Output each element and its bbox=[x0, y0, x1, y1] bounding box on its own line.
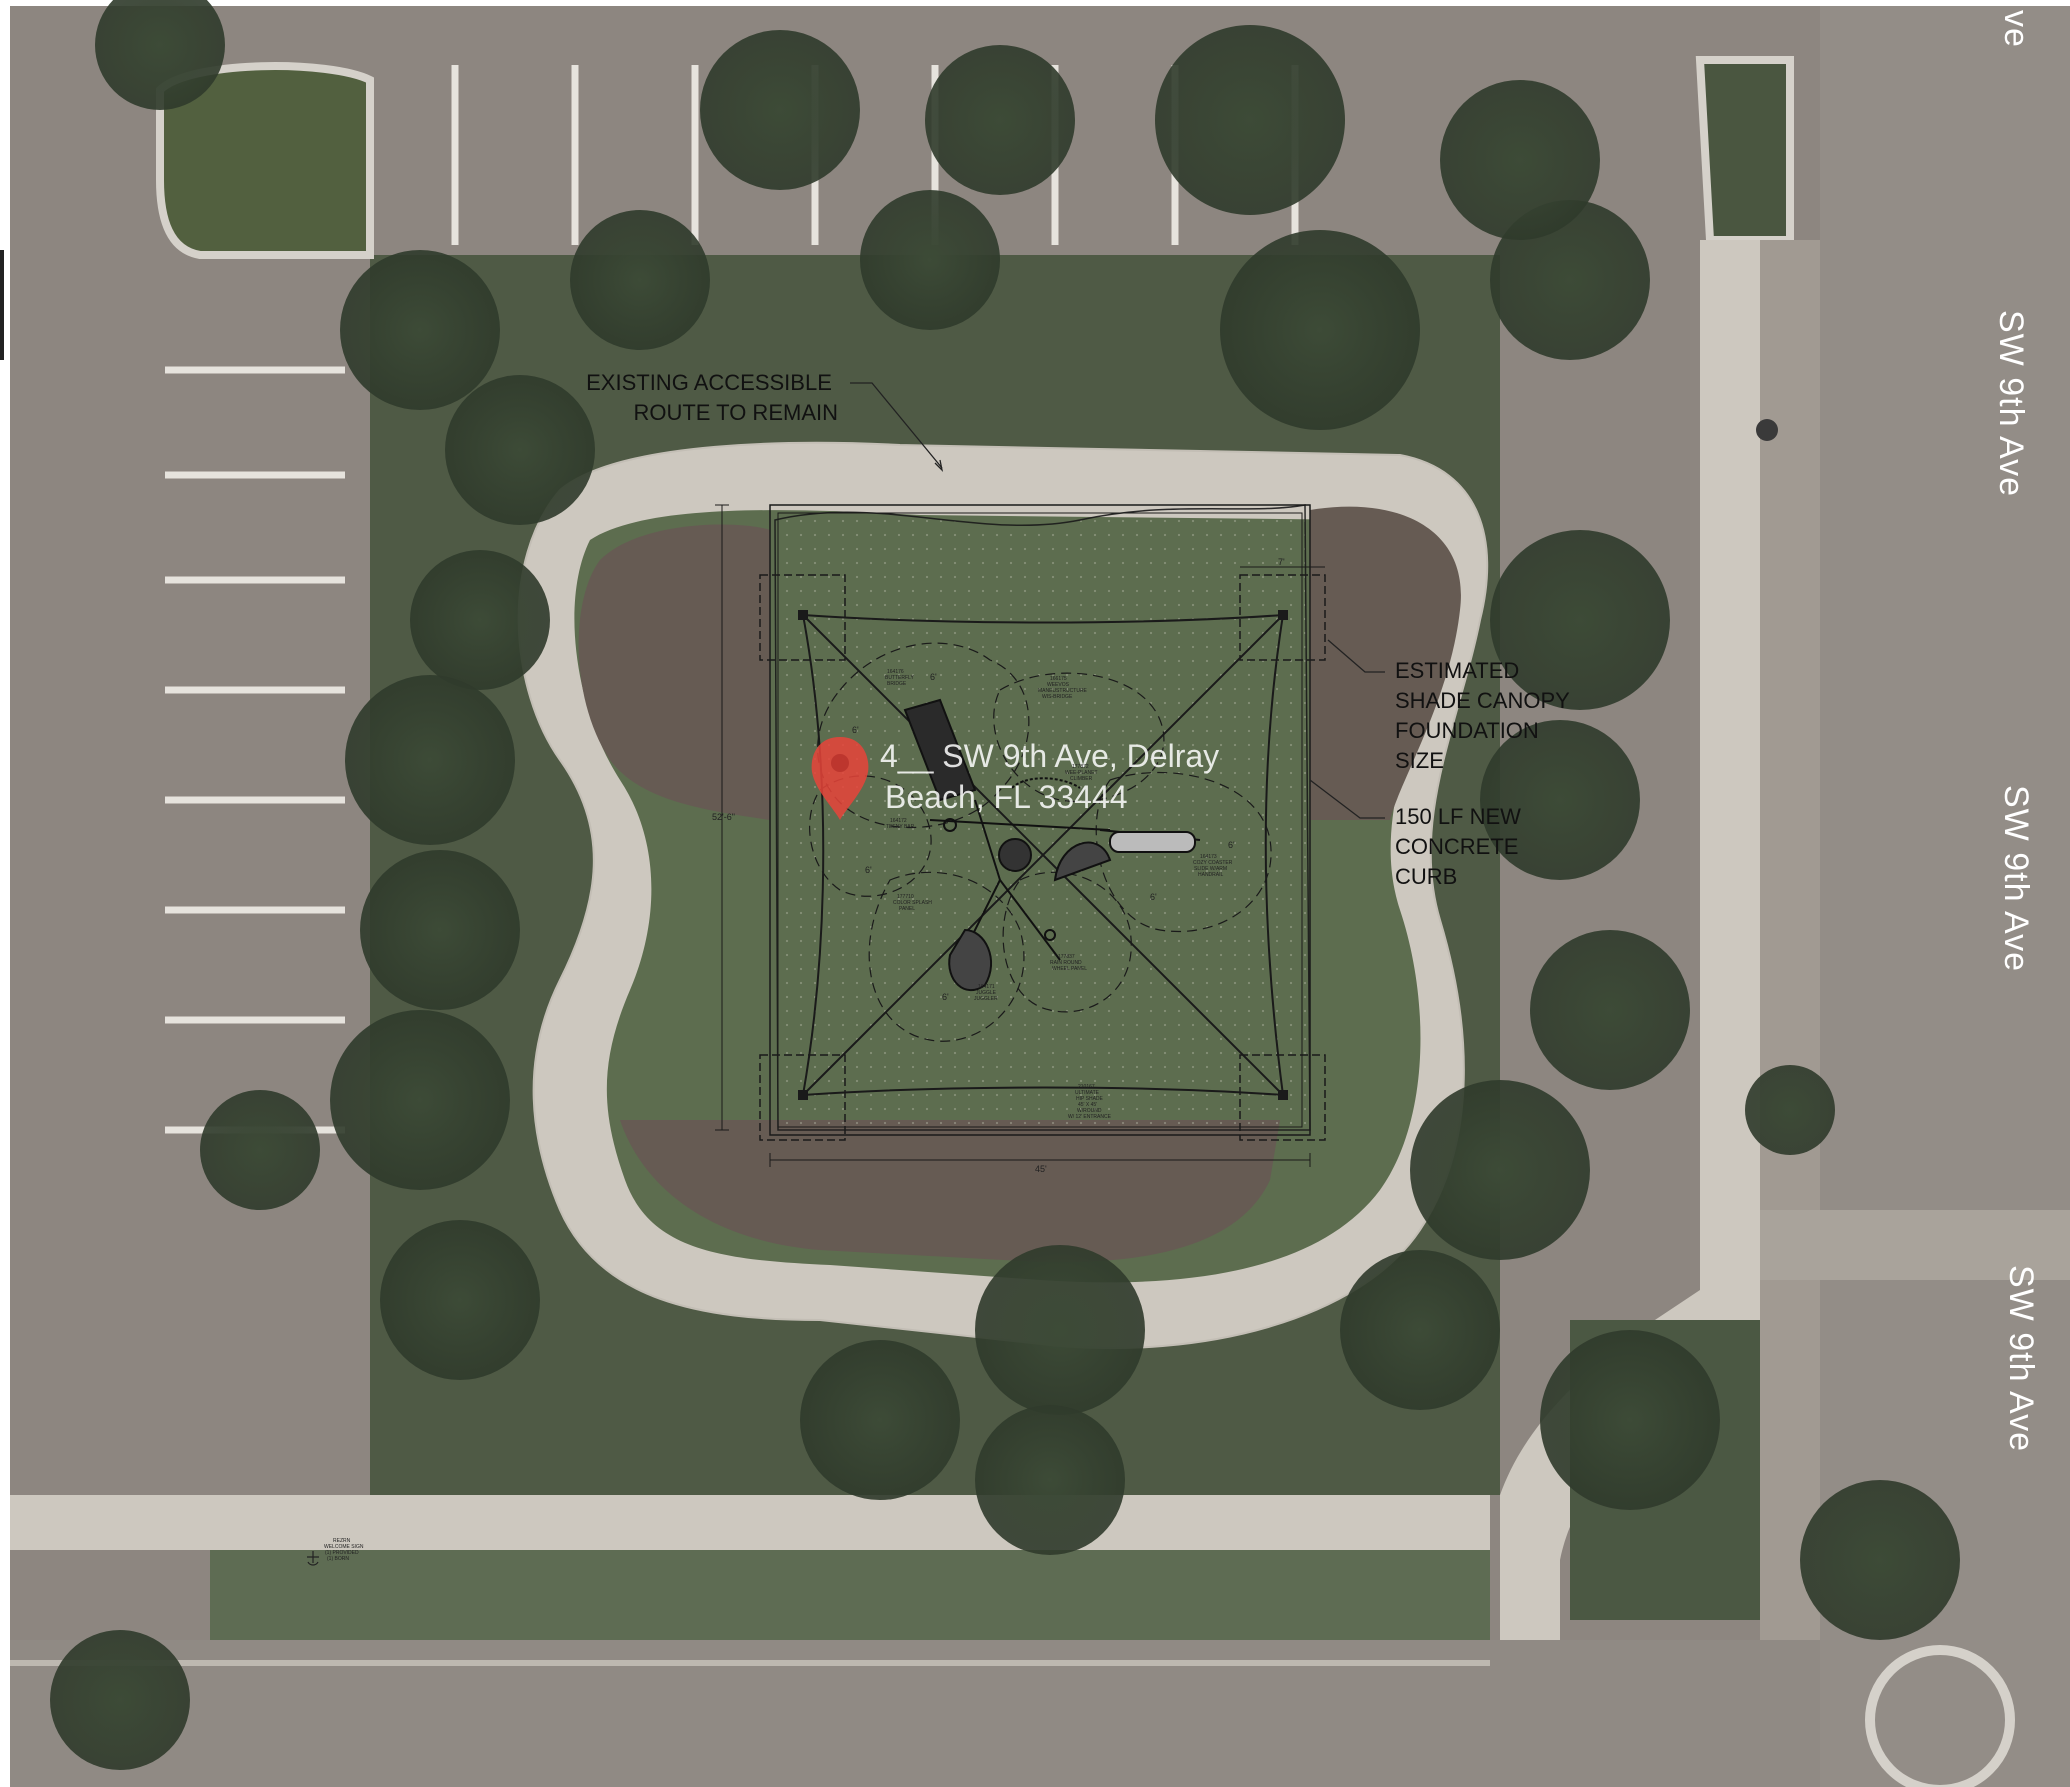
footing-sw bbox=[759, 1054, 846, 1141]
right-sidewalk bbox=[1700, 240, 1760, 1495]
bottom-curb bbox=[10, 1660, 1490, 1666]
callout-curb: 150 LF NEW CONCRETE CURB bbox=[1309, 779, 1527, 889]
roundabout bbox=[1865, 1645, 2015, 1787]
svg-text:150 LF NEW CONCRETE: 150 LF NEW CONCRETE CURB bbox=[1395, 804, 1527, 889]
pin-address-line2: Beach, FL 33444 bbox=[885, 779, 1128, 815]
top-border bbox=[0, 0, 2070, 6]
left-edge-mark bbox=[0, 250, 4, 360]
bottom-sidewalk bbox=[10, 1495, 1490, 1550]
right-island bbox=[1695, 56, 1794, 244]
canopy-outline bbox=[774, 504, 1311, 1131]
median-strip bbox=[1760, 240, 1820, 1640]
vegetation bbox=[50, 0, 1960, 1770]
dim-clearance-6: 6' bbox=[942, 992, 949, 1002]
bottom-green-strip bbox=[210, 1550, 1490, 1640]
footing-ne bbox=[1239, 574, 1326, 661]
callout-route: EXISTING ACCESSIBLE ROUTE TO REMAIN bbox=[586, 370, 944, 472]
dim-height: 52'-6" bbox=[712, 812, 735, 822]
callout-foundation: ESTIMATED SHADE CANOPY FOUNDATION SIZE bbox=[1327, 639, 1576, 773]
manhole-icon bbox=[1756, 419, 1778, 441]
mulch-bottom bbox=[620, 1120, 1280, 1263]
dimension-lines bbox=[715, 504, 1325, 1167]
dim-clearance-1: 6' bbox=[930, 672, 937, 682]
dim-clearance-2: 6' bbox=[852, 725, 859, 735]
location-pin: 4__ SW 9th Ave, Delray Beach, FL 33444 bbox=[811, 737, 1219, 820]
dim-footing: 7' bbox=[1278, 557, 1285, 567]
footing-se bbox=[1239, 1054, 1326, 1141]
dim-clearance-4: 6' bbox=[865, 865, 872, 875]
left-border bbox=[0, 0, 10, 1787]
svg-text:ESTIMATED SHADE CANOPY: ESTIMATED SHADE CANOPY FOUNDATION SIZE bbox=[1395, 658, 1576, 773]
pin-address-line1: 4__ SW 9th Ave, Delray bbox=[880, 738, 1219, 774]
street-label-2: SW 9th Ave bbox=[1997, 785, 2035, 972]
dim-width: 45' bbox=[1035, 1164, 1047, 1174]
map-pin-icon bbox=[811, 737, 869, 820]
anchor-icon bbox=[307, 1551, 319, 1566]
mulch-right bbox=[1310, 506, 1461, 820]
street-label-top-partial: ve bbox=[1997, 10, 2035, 48]
play-equipment bbox=[903, 698, 1201, 992]
shade-canopy-plan bbox=[715, 504, 1326, 1167]
dim-clearance-5: 6' bbox=[1150, 892, 1157, 902]
dim-clearance-3: 6' bbox=[1228, 840, 1235, 850]
street-label-3: SW 9th Ave bbox=[2002, 1265, 2040, 1452]
svg-text:EXISTING ACCESSIBLE ROUT: EXISTING ACCESSIBLE ROUTE TO REMAIN bbox=[586, 370, 838, 425]
cross-street bbox=[1760, 1210, 2070, 1280]
street-label-1: SW 9th Ave bbox=[1992, 310, 2030, 497]
